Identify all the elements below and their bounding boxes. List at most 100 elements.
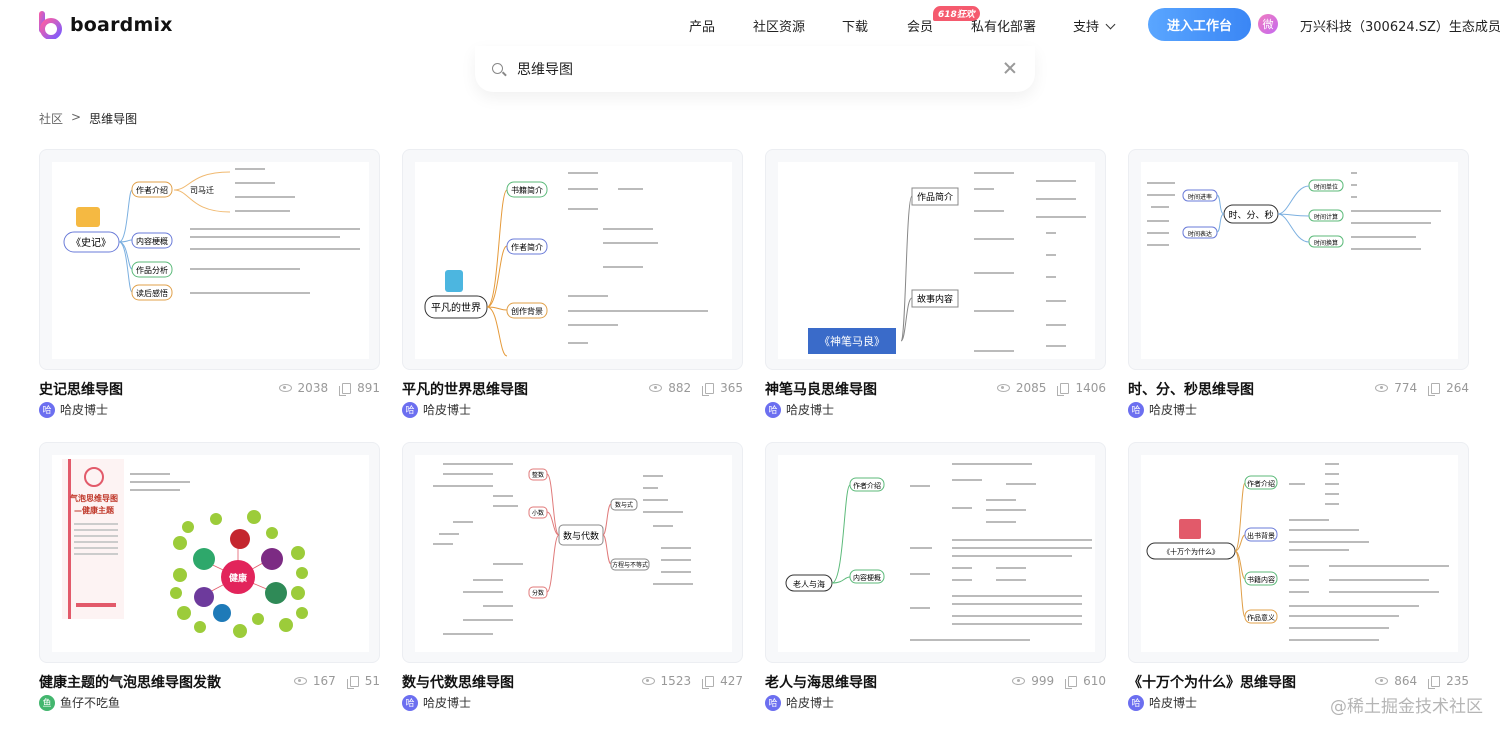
chevron-down-icon <box>1105 19 1116 30</box>
svg-text:时间表达: 时间表达 <box>1188 230 1212 238</box>
svg-text:内容梗概: 内容梗概 <box>853 573 881 582</box>
view-count: 999 <box>1031 674 1055 688</box>
template-author[interactable]: 哈哈皮博士 <box>402 401 471 418</box>
svg-text:读后感悟: 读后感悟 <box>136 288 168 298</box>
copy-count: 235 <box>1446 674 1469 688</box>
nav-item-support[interactable]: 支持 <box>1073 16 1116 35</box>
template-author[interactable]: 哈哈皮博士 <box>1128 694 1197 711</box>
svg-text:《十万个为什么》: 《十万个为什么》 <box>1163 547 1219 556</box>
template-thumbnail[interactable]: 《史记》 作者介绍 内容梗概 作品分析 读后感悟 司马迁 <box>39 149 380 370</box>
template-title[interactable]: 老人与海思维导图 <box>765 675 877 691</box>
author-avatar: 哈 <box>39 401 55 418</box>
template-card[interactable]: 《史记》 作者介绍 内容梗概 作品分析 读后感悟 司马迁 史记思维导图 2038… <box>39 149 380 418</box>
template-author[interactable]: 鱼鱼仔不吃鱼 <box>39 694 120 711</box>
author-avatar: 哈 <box>402 401 418 418</box>
view-count: 774 <box>1394 381 1418 395</box>
eye-icon <box>996 384 1010 392</box>
template-title[interactable]: 史记思维导图 <box>39 382 123 398</box>
mindmap-preview-image: 老人与海 作者介绍 内容梗概 <box>778 455 1095 652</box>
template-card[interactable]: 老人与海 作者介绍 内容梗概 老人与海思维导图 999 610 哈哈皮博士 <box>765 442 1106 711</box>
breadcrumb: 社区 > 思维导图 <box>39 110 137 127</box>
template-card[interactable]: 《十万个为什么》 作者介绍 出书背景 书籍内容 作品意义 《十万个为什么》思维导… <box>1128 442 1469 711</box>
svg-text:时间单位: 时间单位 <box>1314 183 1338 191</box>
svg-text:健康: 健康 <box>229 572 248 584</box>
author-avatar: 哈 <box>765 694 781 711</box>
template-author[interactable]: 哈哈皮博士 <box>765 694 834 711</box>
svg-text:气泡思维导图: 气泡思维导图 <box>69 493 118 503</box>
search-bar <box>475 46 1035 92</box>
svg-text:方程与不等式: 方程与不等式 <box>612 561 648 569</box>
copy-count: 610 <box>1083 674 1106 688</box>
template-stats: 167 51 <box>293 674 380 689</box>
template-thumbnail[interactable]: 气泡思维导图 —健康主题 健康 <box>39 442 380 663</box>
template-card[interactable]: 数与代数 整数 小数 分数 数与式 方程与不等式 数与代数思维导图 1523 4… <box>402 442 743 711</box>
promo-badge: 618狂欢 <box>933 6 980 21</box>
mindmap-preview-image: 气泡思维导图 —健康主题 健康 <box>52 455 369 652</box>
brand-logo[interactable]: boardmix <box>38 11 173 39</box>
template-title[interactable]: 数与代数思维导图 <box>402 675 514 691</box>
nav-item-community[interactable]: 社区资源 <box>753 20 806 35</box>
close-icon[interactable] <box>1003 61 1017 75</box>
svg-text:小数: 小数 <box>532 509 544 517</box>
site-watermark: @稀土掘金技术社区 <box>1330 697 1483 717</box>
svg-text:平凡的世界: 平凡的世界 <box>431 301 481 314</box>
brand-name: boardmix <box>70 14 173 36</box>
template-title[interactable]: 神笔马良思维导图 <box>765 382 877 398</box>
template-card[interactable]: 气泡思维导图 —健康主题 健康 健康主题的气泡思维导图发散 167 51 鱼鱼仔… <box>39 442 380 711</box>
svg-text:作者介绍: 作者介绍 <box>1247 479 1275 488</box>
search-input[interactable] <box>517 58 977 80</box>
svg-text:老人与海: 老人与海 <box>793 579 825 589</box>
template-thumbnail[interactable]: 时、分、秒 时间进率 时间表达 时间单位 时间计算 时间换算 <box>1128 149 1469 370</box>
user-avatar[interactable]: 微 <box>1258 14 1278 34</box>
copy-count: 365 <box>720 381 743 395</box>
svg-text:作品简介: 作品简介 <box>917 191 953 203</box>
author-name: 哈皮博士 <box>786 696 835 710</box>
template-thumbnail[interactable]: 平凡的世界 书籍简介 作者简介 创作背景 <box>402 149 743 370</box>
nav-item-product[interactable]: 产品 <box>689 20 716 35</box>
template-card[interactable]: 平凡的世界 书籍简介 作者简介 创作背景 平凡的世界思维导图 882 365 哈… <box>402 149 743 418</box>
eye-icon <box>278 384 292 392</box>
svg-text:作品分析: 作品分析 <box>136 265 168 275</box>
svg-text:作者介绍: 作者介绍 <box>853 481 881 490</box>
svg-text:故事内容: 故事内容 <box>917 293 953 305</box>
svg-text:数与式: 数与式 <box>615 501 633 509</box>
copy-icon <box>1057 382 1070 396</box>
view-count: 2038 <box>297 381 329 395</box>
template-card[interactable]: 时、分、秒 时间进率 时间表达 时间单位 时间计算 时间换算 时、分、秒思维导图… <box>1128 149 1469 418</box>
view-count: 1523 <box>660 674 692 688</box>
svg-text:作者简介: 作者简介 <box>511 242 543 252</box>
breadcrumb-separator: > <box>71 110 82 124</box>
svg-text:司马迁: 司马迁 <box>190 185 214 195</box>
template-author[interactable]: 哈哈皮博士 <box>1128 401 1197 418</box>
eye-icon <box>649 384 663 392</box>
nav-item-membership[interactable]: 会员 <box>907 20 934 35</box>
template-title[interactable]: 时、分、秒思维导图 <box>1128 382 1254 398</box>
template-stats: 774 264 <box>1375 381 1469 396</box>
enter-workspace-button[interactable]: 进入工作台 <box>1148 8 1251 41</box>
breadcrumb-root[interactable]: 社区 <box>39 112 64 126</box>
template-title[interactable]: 健康主题的气泡思维导图发散 <box>39 675 221 691</box>
svg-text:时间换算: 时间换算 <box>1314 239 1338 247</box>
template-thumbnail[interactable]: 《神笔马良》 作品简介 故事内容 <box>765 149 1106 370</box>
copy-count: 264 <box>1446 381 1469 395</box>
eye-icon <box>1012 677 1026 685</box>
template-thumbnail[interactable]: 《十万个为什么》 作者介绍 出书背景 书籍内容 作品意义 <box>1128 442 1469 663</box>
author-avatar: 哈 <box>1128 401 1144 418</box>
author-name: 哈皮博士 <box>1149 403 1198 417</box>
svg-text:时间进率: 时间进率 <box>1188 193 1212 201</box>
template-title[interactable]: 平凡的世界思维导图 <box>402 382 528 398</box>
template-author[interactable]: 哈哈皮博士 <box>402 694 471 711</box>
template-author[interactable]: 哈哈皮博士 <box>39 401 108 418</box>
copy-icon <box>339 382 352 396</box>
template-thumbnail[interactable]: 数与代数 整数 小数 分数 数与式 方程与不等式 <box>402 442 743 663</box>
svg-text:出书背景: 出书背景 <box>1247 531 1275 540</box>
template-thumbnail[interactable]: 老人与海 作者介绍 内容梗概 <box>765 442 1106 663</box>
template-title[interactable]: 《十万个为什么》思维导图 <box>1128 675 1296 691</box>
nav-item-download[interactable]: 下载 <box>842 20 869 35</box>
template-author[interactable]: 哈哈皮博士 <box>765 401 834 418</box>
org-affiliation: 万兴科技（300624.SZ）生态成员 <box>1300 20 1501 35</box>
view-count: 882 <box>668 381 692 395</box>
template-card[interactable]: 《神笔马良》 作品简介 故事内容 神笔马良思维导图 2085 1406 哈哈皮博… <box>765 149 1106 418</box>
nav-item-private-deploy[interactable]: 私有化部署 <box>971 20 1037 35</box>
template-stats: 2085 1406 <box>996 381 1106 396</box>
